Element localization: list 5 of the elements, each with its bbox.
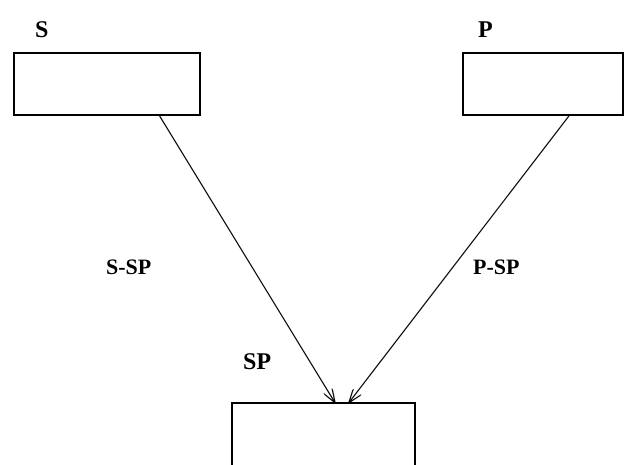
node-label: S <box>35 18 48 42</box>
node-label: P <box>478 18 493 42</box>
node-label: SP <box>243 350 272 374</box>
arrow <box>348 116 570 404</box>
arrow <box>159 116 336 404</box>
